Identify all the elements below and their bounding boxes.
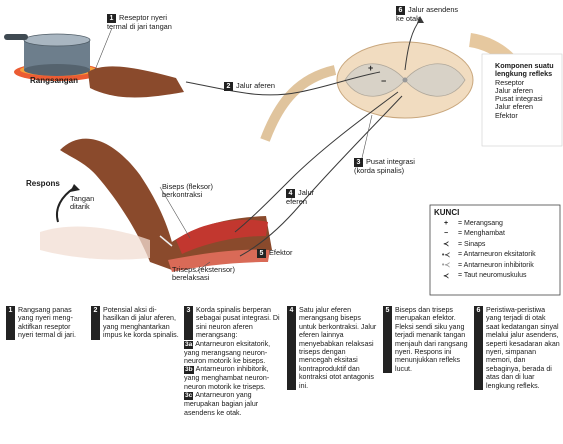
response-label: Respons <box>26 180 60 188</box>
key-item: •≺= Antarneuron inhibitorik <box>434 260 558 271</box>
key-item: ≺= Sinaps <box>434 239 558 250</box>
hand-pulled-label: Tangan ditarik <box>70 195 110 212</box>
components-title: Komponen suatu lengkung refleks <box>495 62 563 79</box>
key-item: −= Menghambat <box>434 229 558 240</box>
svg-text:+: + <box>368 63 373 73</box>
hand-on-pot <box>88 66 184 97</box>
faded-hand <box>40 226 150 259</box>
key-item: •≺= Antarneuron eksitatorik <box>434 250 558 261</box>
key-item: += Merangsang <box>434 218 558 229</box>
triceps-label: Triseps (ekstensor) berelaksasi <box>172 266 256 283</box>
components-panel: Komponen suatu lengkung refleks Reseptor… <box>495 62 563 120</box>
stimulus-label: Rangsangan <box>30 77 78 85</box>
svg-text:−: − <box>381 76 386 86</box>
key-item: ≺= Taut neuromuskulus <box>434 271 558 282</box>
key-panel: KUNCI += Merangsang −= Menghambat ≺= Sin… <box>434 208 558 281</box>
key-title: KUNCI <box>434 208 558 217</box>
biceps-label: Biseps (fleksor) berkontraksi <box>162 183 232 200</box>
component-item: Efektor <box>495 112 563 120</box>
